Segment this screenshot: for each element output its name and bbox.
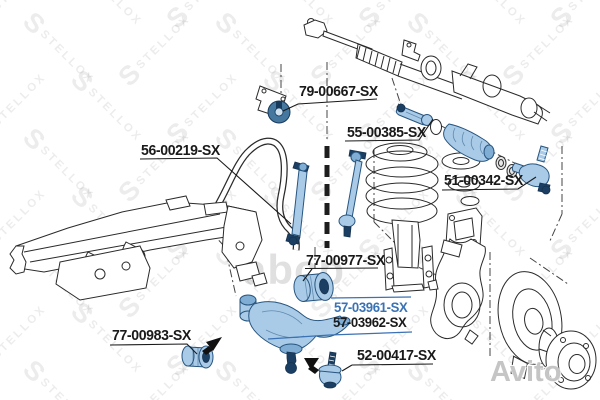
lock-ring-drawing bbox=[430, 119, 442, 135]
tie-rod-end-part bbox=[511, 145, 551, 195]
subframe-drawing bbox=[9, 195, 268, 301]
callout-leader-lines bbox=[109, 98, 537, 372]
callout-rear-bushing: 77-00977-SX bbox=[306, 252, 385, 269]
callout-front-bushing: 77-00983-SX bbox=[112, 327, 191, 344]
callout-control-arm-highlighted: 57-03961-SX bbox=[334, 299, 408, 315]
steering-rack-drawing bbox=[303, 18, 551, 125]
callout-tie-rod-end: 51-00342-SX bbox=[444, 172, 523, 189]
axial-tie-rod-part bbox=[395, 103, 433, 126]
callout-stabilizer-bushing: 79-00667-SX bbox=[299, 83, 378, 100]
callout-stabilizer-link: 56-00219-SX bbox=[141, 142, 220, 159]
control-arm-rear-bushing-part bbox=[293, 272, 334, 302]
callout-control-arm-alt: 57-03962-SX bbox=[333, 314, 407, 330]
callout-axial-tie-rod: 55-00385-SX bbox=[347, 124, 426, 141]
strut-assembly-drawing bbox=[365, 142, 439, 293]
ball-joint-part bbox=[318, 351, 342, 389]
steering-boot-part bbox=[443, 123, 495, 162]
steering-knuckle-drawing bbox=[427, 238, 486, 345]
stabilizer-link-right-part bbox=[338, 149, 367, 238]
assembly-arrow-ball-joint bbox=[304, 358, 319, 374]
assembly-arrow-front-bushing bbox=[202, 337, 222, 355]
stabilizer-bushing-part bbox=[267, 100, 291, 124]
stabilizer-bar-drawing bbox=[209, 85, 300, 251]
callout-ball-joint: 52-00417-SX bbox=[357, 347, 436, 364]
wheel-hub-drawing bbox=[538, 327, 597, 390]
stabilizer-link-left-part bbox=[285, 161, 310, 246]
